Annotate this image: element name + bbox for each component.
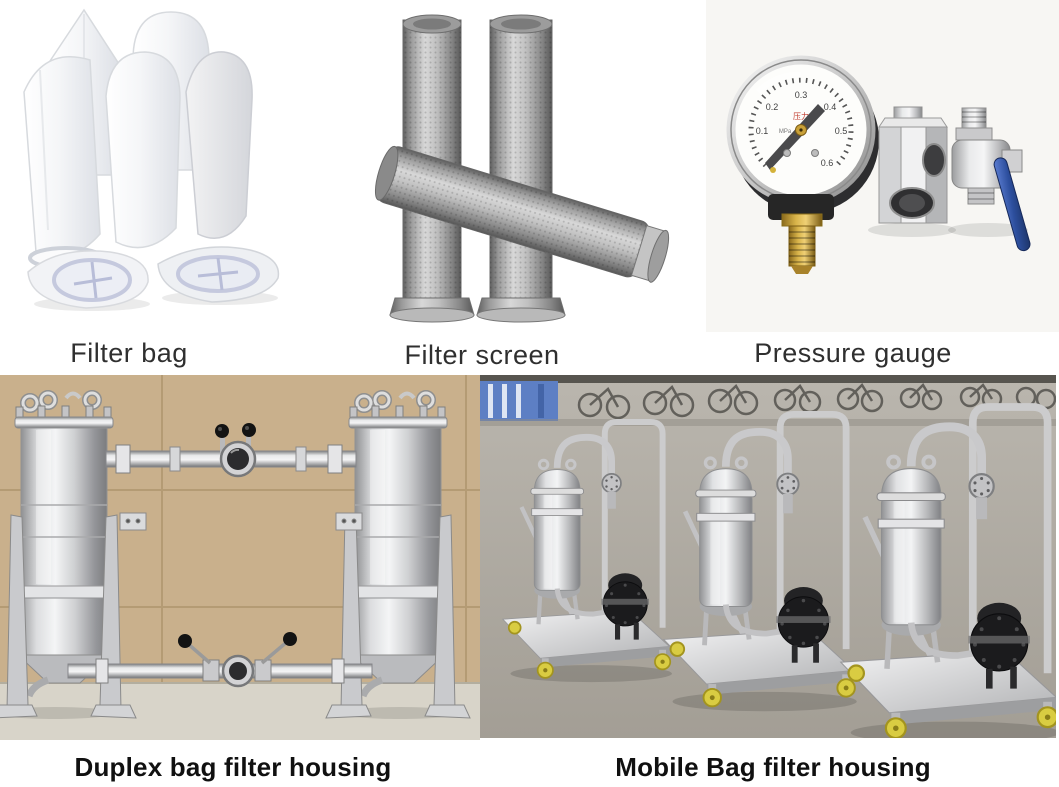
gauge-needle bbox=[765, 104, 825, 170]
filter-bag-illustration bbox=[0, 0, 353, 332]
caption-duplex-housing: Duplex bag filter housing bbox=[74, 752, 392, 782]
filter-bag-front-left bbox=[23, 56, 104, 270]
caption-filter-screen: Filter screen bbox=[404, 340, 560, 370]
pressure-gauge-dial: 0.3 0.2 0.4 0.1 0.5 0.6 压力 MPa bbox=[726, 55, 879, 213]
caption-filter-bag: Filter bag bbox=[70, 338, 188, 368]
hex-fitting bbox=[868, 106, 956, 237]
valve-ball-handle bbox=[178, 634, 192, 648]
stop-pin bbox=[770, 167, 776, 173]
valve-ball-handle bbox=[215, 424, 229, 438]
photo-filter-screen bbox=[353, 0, 706, 332]
support-brackets bbox=[119, 512, 363, 531]
dial-unit: MPa bbox=[779, 129, 792, 135]
dial-tick-ring bbox=[748, 77, 854, 168]
valve-ball-handle bbox=[283, 632, 297, 646]
valve-ball-handle bbox=[242, 423, 256, 437]
dial-label: 0.6 bbox=[821, 158, 834, 168]
dial-label: 0.1 bbox=[756, 126, 769, 136]
filter-bag-lying-left bbox=[27, 250, 150, 311]
pressure-gauge-illustration: 0.3 0.2 0.4 0.1 0.5 0.6 压力 MPa bbox=[706, 0, 1059, 332]
filter-screen-cylinder-right bbox=[476, 14, 566, 323]
bottom-pipe-assembly bbox=[67, 632, 373, 688]
filter-bag-lying-right bbox=[157, 246, 280, 305]
photo-pressure-gauge: 0.3 0.2 0.4 0.1 0.5 0.6 压力 MPa bbox=[706, 0, 1059, 332]
photo-mobile-housing bbox=[480, 375, 1056, 738]
filter-screen-cylinder-diagonal bbox=[374, 145, 670, 283]
ball-valve bbox=[948, 107, 1031, 252]
caption-pressure-gauge: Pressure gauge bbox=[754, 338, 952, 368]
tile-grout-lines bbox=[0, 375, 480, 683]
caption-mobile-housing: Mobile Bag filter housing bbox=[615, 752, 931, 782]
photo-duplex-housing bbox=[0, 375, 480, 740]
dial-label: 0.3 bbox=[795, 90, 808, 100]
dial-label: 0.5 bbox=[835, 126, 848, 136]
background-wall-strip bbox=[480, 375, 1056, 383]
duplex-housing-illustration bbox=[0, 375, 480, 740]
dial-label: 0.4 bbox=[824, 102, 837, 112]
dial-label: 0.2 bbox=[766, 102, 779, 112]
photo-filter-bag bbox=[0, 0, 353, 332]
top-pipe-assembly bbox=[105, 423, 357, 478]
filter-bag-front-right bbox=[185, 51, 253, 239]
dial-center-text: 压力 bbox=[793, 111, 809, 121]
filter-screen-illustration bbox=[353, 0, 706, 332]
filter-bag-front-middle bbox=[105, 51, 181, 249]
floor bbox=[0, 683, 480, 740]
pressure-gauge-stem bbox=[768, 194, 834, 274]
mobile-housing-illustration bbox=[480, 375, 1056, 738]
